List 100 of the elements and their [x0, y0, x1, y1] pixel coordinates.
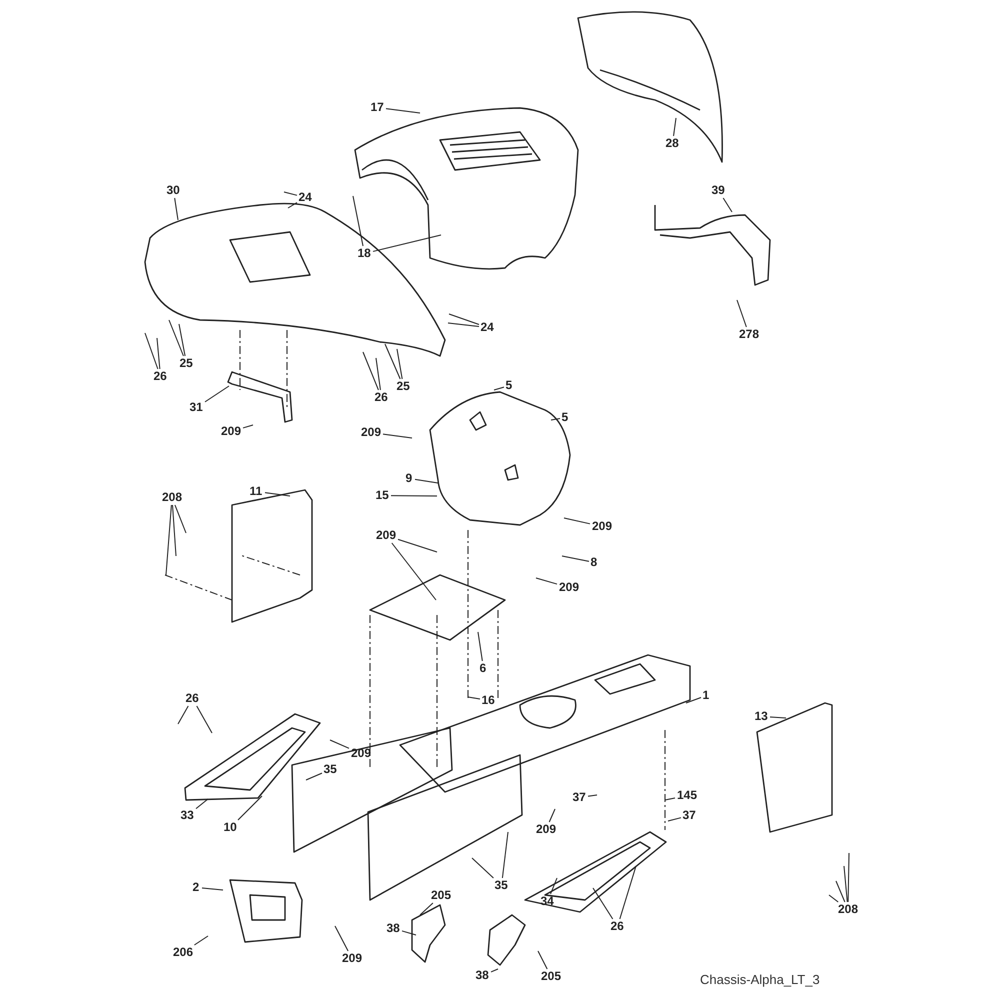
callout-number: 6 [478, 662, 488, 674]
callout-number: 24 [480, 320, 495, 334]
leader-line [174, 504, 186, 534]
leader-line [619, 866, 636, 920]
leader-line [376, 358, 381, 390]
leader-line [420, 902, 434, 916]
leader-line [382, 434, 412, 438]
leader-line [390, 495, 438, 496]
callout-number: 208 [161, 490, 184, 504]
leader-line [264, 492, 290, 496]
callout-number: 209 [535, 822, 558, 836]
callout-number: 16 [480, 694, 496, 706]
callout-number: 2 [192, 880, 200, 894]
callout-number: 209 [375, 528, 398, 542]
callout-number: 26 [610, 920, 625, 932]
callout-number: 278 [738, 328, 760, 340]
callout-number: 25 [396, 380, 411, 392]
leader-line [144, 332, 158, 370]
leader-line [168, 320, 184, 356]
leader-line [172, 504, 176, 556]
leader-line [770, 716, 786, 718]
callout-number: 209 [341, 952, 364, 964]
leader-line [673, 118, 676, 136]
callout-number: 33 [180, 808, 195, 822]
leader-line [402, 930, 416, 936]
callout-number: 145 [676, 788, 698, 802]
callout-number: 1 [702, 688, 710, 702]
callout-number: 209 [558, 580, 580, 594]
leader-line [722, 198, 732, 212]
callout-number: 31 [188, 400, 204, 414]
callout-number: 9 [404, 472, 414, 484]
leader-line [668, 817, 682, 822]
callout-number: 209 [220, 424, 242, 438]
leader-line [478, 632, 483, 662]
leader-line [414, 478, 438, 484]
callout-number: 18 [356, 246, 372, 260]
leader-line [178, 324, 186, 356]
leader-line [448, 314, 480, 326]
leader-line [588, 794, 598, 797]
leader-line [848, 852, 850, 902]
leader-line [844, 866, 848, 902]
callout-number: 26 [152, 370, 168, 382]
leader-line [386, 108, 420, 114]
callout-number: 35 [322, 762, 338, 776]
leader-line [538, 950, 548, 970]
leader-line [686, 697, 702, 704]
leader-line [468, 696, 480, 700]
callout-number: 26 [184, 692, 200, 704]
leader-line [352, 196, 364, 246]
leader-line [196, 798, 208, 810]
leader-line [391, 542, 436, 600]
leader-line [284, 192, 298, 196]
leader-line [548, 808, 556, 822]
leader-line [194, 936, 208, 946]
callout-number: 35 [494, 878, 509, 892]
callout-number: 39 [710, 184, 726, 196]
callout-number: 17 [370, 100, 385, 114]
leader-line [334, 926, 349, 952]
callout-number: 5 [560, 410, 570, 424]
leader-line [202, 888, 224, 890]
callout-number: 26 [374, 390, 389, 404]
leader-line [550, 418, 560, 420]
leader-line [196, 706, 212, 734]
callout-number: 37 [682, 808, 697, 822]
callout-number: 5 [504, 378, 514, 392]
callout-number: 209 [360, 426, 382, 438]
leader-line [178, 706, 189, 724]
leader-line [494, 386, 504, 390]
leader-line [174, 198, 178, 220]
leader-line [238, 796, 262, 820]
leader-line [550, 878, 558, 894]
leader-line [448, 322, 480, 328]
leader-line [330, 740, 350, 749]
callout-number: 30 [166, 184, 181, 196]
callout-number: 28 [664, 136, 680, 150]
callout-number: 38 [474, 968, 490, 982]
leader-line [502, 832, 508, 878]
leader-line [472, 858, 494, 878]
leader-line [372, 234, 442, 252]
leader-line [156, 338, 160, 370]
callout-number: 8 [590, 556, 598, 568]
callout-number: 208 [837, 902, 860, 916]
leader-line [664, 797, 676, 800]
leader-line [490, 968, 498, 972]
leader-line [592, 888, 614, 920]
callout-number: 37 [572, 790, 587, 804]
callout-number: 13 [754, 710, 769, 722]
diagram-caption: Chassis-Alpha_LT_3 [700, 972, 820, 987]
leader-line [306, 772, 322, 780]
leader-line [362, 352, 379, 390]
callout-number: 38 [386, 922, 401, 934]
callout-number: 15 [374, 488, 390, 502]
callout-number: 206 [172, 946, 194, 958]
leader-line [242, 424, 254, 428]
callout-number: 11 [248, 484, 264, 498]
leader-line [396, 348, 403, 380]
leader-line [564, 518, 590, 524]
leader-line [828, 894, 839, 902]
leader-line [562, 556, 590, 562]
callout-number: 205 [430, 888, 452, 902]
